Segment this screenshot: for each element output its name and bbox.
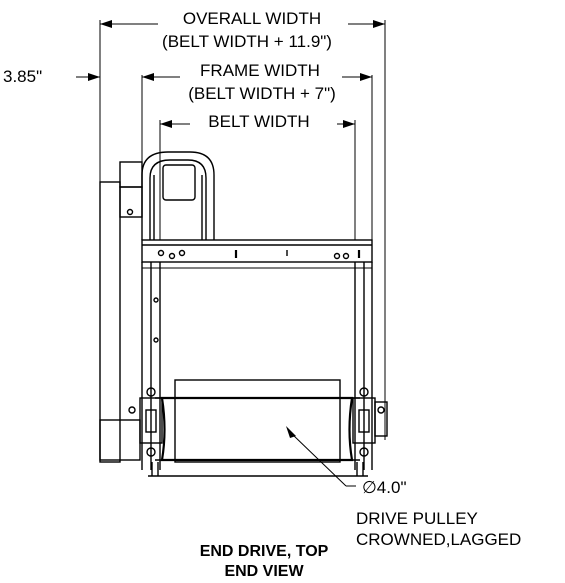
pulley-finish-label: CROWNED,LAGGED bbox=[356, 530, 521, 549]
frame-width-label: FRAME WIDTH bbox=[200, 61, 320, 80]
pulley-type-label: DRIVE PULLEY bbox=[356, 509, 478, 528]
belt-width-dimension bbox=[159, 120, 356, 240]
overall-width-formula: (BELT WIDTH + 11.9") bbox=[162, 32, 332, 51]
drive-motor bbox=[99, 151, 215, 463]
frame-width-formula: (BELT WIDTH + 7") bbox=[188, 84, 336, 103]
bottom-legs bbox=[148, 462, 368, 477]
pulley-diameter-label: ∅4.0" bbox=[362, 478, 406, 497]
view-caption-line1: END DRIVE, TOP bbox=[200, 543, 329, 560]
bearing-left bbox=[128, 387, 163, 457]
view-caption-line2: END VIEW bbox=[224, 563, 304, 580]
frame-rails bbox=[141, 261, 373, 470]
belt-width-label: BELT WIDTH bbox=[208, 112, 309, 131]
side-offset-label: 3.85" bbox=[3, 67, 42, 86]
bearing-right bbox=[352, 387, 388, 457]
top-cross-member bbox=[141, 239, 373, 269]
drive-pulley bbox=[155, 379, 360, 463]
pulley-callout-leader bbox=[286, 426, 356, 487]
overall-width-label: OVERALL WIDTH bbox=[183, 9, 321, 28]
side-offset-dimension bbox=[76, 73, 100, 81]
overall-width-dimension bbox=[99, 20, 386, 440]
